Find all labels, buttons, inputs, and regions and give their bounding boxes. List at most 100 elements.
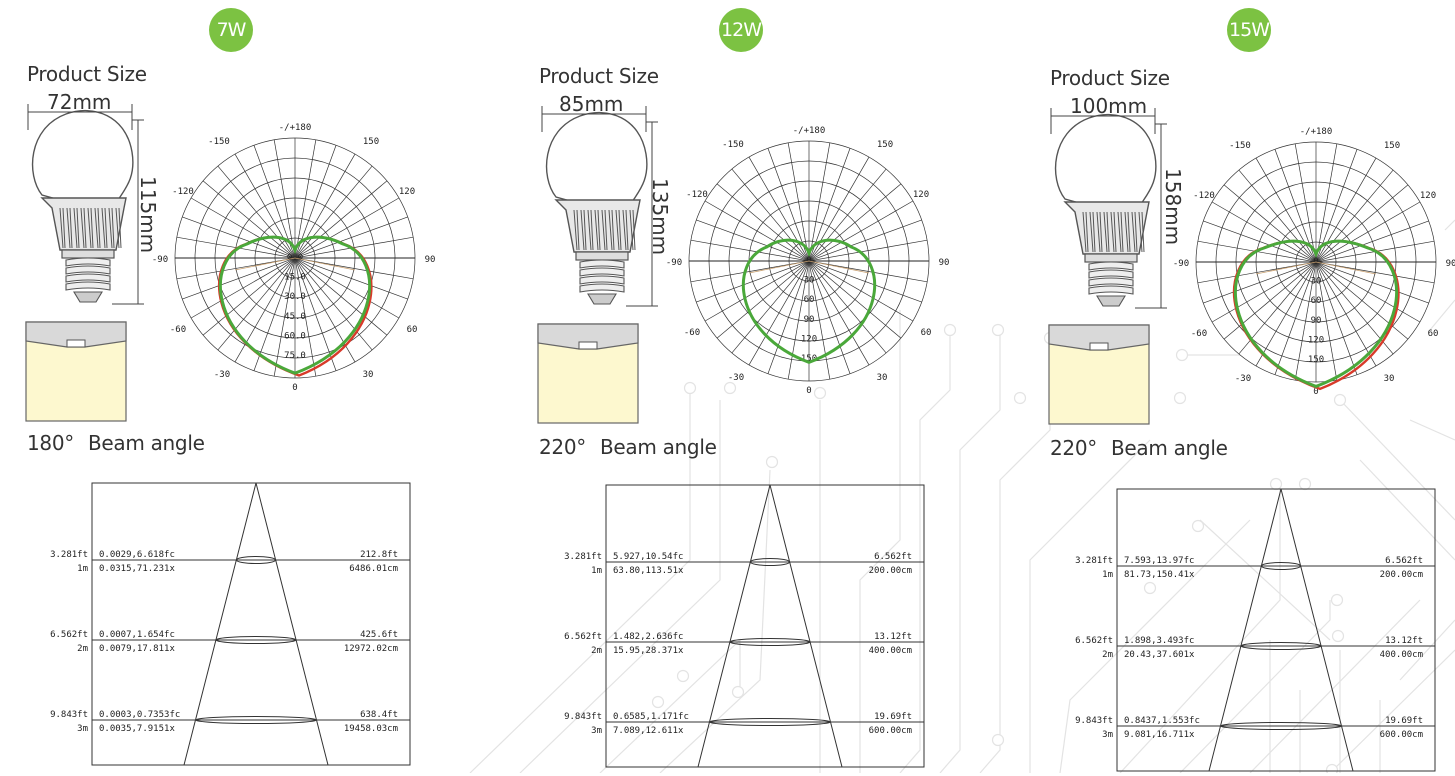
distance-ft: 6.562ft: [564, 632, 602, 642]
beam-angle-value: 220°: [539, 435, 586, 459]
circuit-node: [676, 669, 690, 683]
heatsink-fin: [622, 209, 629, 251]
distance-ft: 6.562ft: [1075, 636, 1113, 646]
polar-radial-label: 30.0: [284, 292, 306, 302]
polar-radial-label: 75.0: [284, 351, 306, 361]
bulb-glass: [1054, 114, 1157, 205]
polar-angle-label: 0: [292, 383, 297, 393]
illuminance-fc: 1.482,2.636fc: [613, 632, 683, 642]
product-size-label: Product Size: [539, 64, 659, 88]
polar-radial-label: 30: [1311, 277, 1322, 287]
polar-angle-label: 90: [425, 255, 436, 265]
heatsink-fin: [80, 207, 87, 249]
circuit-trace: [1179, 600, 1331, 773]
polar-angle-label: 120: [913, 190, 929, 200]
circuit-node: [731, 685, 745, 699]
beam-diameter-ft: 638.4ft: [360, 710, 398, 720]
width-dimension: 85mm: [559, 92, 624, 116]
power-badge: 15W: [1227, 8, 1271, 52]
polar-radial-label: 90: [804, 315, 815, 325]
bulb-collar: [1084, 253, 1138, 263]
beam-diameter-cm: 200.00cm: [1380, 570, 1423, 580]
heatsink-fin: [94, 207, 101, 249]
distance-m: 2m: [1102, 650, 1113, 660]
cone-section: [235, 556, 277, 564]
polar-angle-label: 120: [1420, 191, 1436, 201]
cone-section: [215, 636, 297, 644]
beam-diameter-cm: 400.00cm: [1380, 650, 1423, 660]
illuminance-cone-table: 3.281ft1m5.927,10.54fc63.80,113.51x6.562…: [564, 484, 925, 768]
distance-ft: 3.281ft: [1075, 556, 1113, 566]
beam-angle: 180°Beam angle: [27, 431, 205, 455]
polar-angle-label: -90: [666, 258, 682, 268]
cone-outline: [183, 482, 329, 766]
heatsink-fin: [1082, 211, 1089, 253]
cone-table-frame: [605, 484, 925, 768]
polar-angle-label: 0: [806, 386, 811, 396]
lamp-light-box: [1048, 324, 1150, 425]
illuminance-lx: 81.73,150.41x: [1124, 570, 1195, 580]
polar-angle-label: -30: [214, 370, 230, 380]
polar-angle-label: -60: [684, 328, 700, 338]
width-dimension: 72mm: [47, 90, 112, 114]
beam-diameter-cm: 19458.03cm: [344, 724, 398, 734]
polar-angle-label: -90: [152, 255, 168, 265]
illuminance-lx: 0.0315,71.231x: [99, 564, 175, 574]
polar-angle-label: -/+180: [793, 126, 826, 136]
polar-radial-label: 150: [801, 354, 817, 364]
heatsink-fin: [115, 207, 122, 249]
bulb-thread: [579, 267, 625, 277]
cone-section: [1260, 562, 1302, 570]
beam-diameter-ft: 6.562ft: [874, 552, 912, 562]
polar-angle-label: -120: [172, 187, 194, 197]
bulb-thread: [579, 259, 625, 269]
heatsink-fin: [1138, 211, 1145, 253]
bulb-thread: [65, 281, 111, 291]
polar-angle-label: 60: [1428, 329, 1439, 339]
circuit-node: [1013, 391, 1027, 405]
circuit-node: [991, 323, 1005, 337]
polar-angle-label: -30: [1235, 374, 1251, 384]
polar-angle-label: -30: [728, 373, 744, 383]
bulb-illustration: [1050, 108, 1167, 309]
polar-angle-label: 0: [1313, 387, 1318, 397]
polar-angle-label: -90: [1173, 259, 1189, 269]
circuit-node: [813, 386, 827, 400]
circuit-node: [1331, 629, 1345, 643]
illuminance-fc: 7.593,13.97fc: [1124, 556, 1194, 566]
bulb-thread: [65, 273, 111, 283]
beam-diameter-cm: 200.00cm: [869, 566, 912, 576]
cone-section: [729, 638, 811, 646]
polar-angle-label: 30: [363, 370, 374, 380]
beam-diameter-cm: 6486.01cm: [349, 564, 398, 574]
bulb-illustration: [541, 106, 658, 307]
polar-radial-label: 45.0: [284, 312, 306, 322]
beam-diameter-ft: 13.12ft: [874, 632, 912, 642]
cone-table-frame: [91, 482, 411, 766]
heatsink-fin: [1089, 211, 1096, 253]
circuit-trace: [1119, 480, 1281, 773]
circuit-trace: [1399, 619, 1455, 681]
heatsink-fin: [615, 209, 622, 251]
heatsink-fin: [608, 209, 615, 251]
polar-radial-label: 30: [804, 276, 815, 286]
distance-ft: 3.281ft: [564, 552, 602, 562]
beam-angle: 220°Beam angle: [1050, 436, 1228, 460]
heatsink-fin: [629, 209, 636, 251]
cone-section: [1240, 642, 1322, 650]
bulb-collar: [61, 249, 115, 259]
circuit-trace: [1444, 219, 1455, 231]
polar-radial-label: 60: [804, 295, 815, 305]
polar-radial-label: 60: [1311, 296, 1322, 306]
circuit-trace: [859, 310, 901, 773]
polar-angle-label: 150: [877, 140, 893, 150]
distance-ft: 3.281ft: [50, 550, 88, 560]
circuit-trace: [1249, 599, 1421, 773]
illuminance-lx: 0.0079,17.811x: [99, 644, 175, 654]
polar-radial-label: 120: [801, 334, 817, 344]
